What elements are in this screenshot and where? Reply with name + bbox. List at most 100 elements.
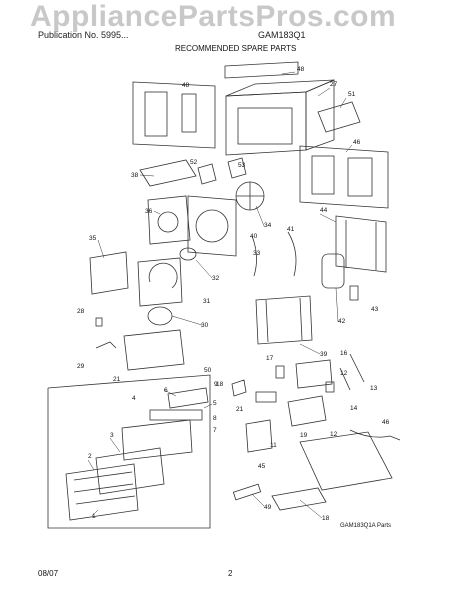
part-shape-30 [147,306,173,326]
part-shape-14 [339,367,351,391]
part-shape-50 [167,387,209,409]
leader-line [139,174,155,177]
part-shape-46-cord [349,429,401,441]
callout-label: 8 [213,415,217,422]
part-shape-21 [255,391,277,403]
callout-label: 46 [382,419,390,426]
callout-label: 12 [330,431,338,438]
diagram-subtitle: RECOMMENDED SPARE PARTS [175,44,297,53]
part-detail [225,79,335,97]
leader-line [299,343,321,355]
callout-label: 42 [338,318,346,325]
callout-label: 34 [264,222,272,229]
callout-label: 35 [89,235,97,242]
footer-date: 08/07 [38,569,59,578]
part-detail [305,79,335,151]
part-detail [195,209,229,243]
part-shape-49 [232,483,262,501]
callout-label: 18 [322,515,330,522]
part-shape-29 [123,329,185,371]
callout-label: 29 [77,363,85,370]
callout-label: 45 [258,463,266,470]
callout-label: 14 [350,405,358,412]
callout-label: 12 [340,370,348,377]
callout-label: 38 [131,172,139,179]
callout-label: 44 [320,207,328,214]
part-shape-1 [65,463,139,521]
part-shape-45 [245,419,273,453]
part-shape-40 [321,253,345,289]
callout-label: 53 [238,162,246,169]
leader-line [87,459,95,471]
part-shape-15 [349,353,365,383]
callout-label: 32 [212,275,220,282]
part-detail [299,297,303,341]
part-shape-44 [335,215,387,273]
callout-label: 51 [348,91,356,98]
part-shape-38 [139,159,197,187]
callout-label: 39 [320,351,328,358]
part-detail [265,299,269,343]
callout-label: 43 [371,306,379,313]
part-shape-41 [251,235,257,277]
part-detail [311,155,335,195]
part-shape-43 [349,285,359,301]
part-shape-32 [179,247,197,261]
leader-line [171,315,203,326]
part-shape-37 [147,195,191,245]
leader-line [97,239,105,259]
callout-label: 1 [92,513,96,520]
footer-page-number: 2 [228,569,233,578]
part-shape-53 [227,157,247,179]
callout-label: 48 [297,66,305,73]
callout-label: 30 [201,322,209,329]
callout-label: 6 [164,387,168,394]
callout-label: 28 [77,308,85,315]
leader-line [335,287,339,323]
part-shape-36 [89,251,129,295]
callout-label: 18 [216,381,224,388]
part-shape-51 [317,101,361,133]
leader-line [195,259,213,279]
part-shape-2 [95,447,165,495]
callout-label: 40 [250,233,258,240]
part-shape-20 [299,431,393,491]
publication-label: Publication No. 5995... [38,30,129,40]
part-shape-48 [224,61,299,79]
model-label: GAM183Q1 [258,30,306,40]
leader-line [203,403,213,409]
part-shape-52 [197,163,217,185]
leader-line [109,437,121,453]
callout-label: 5 [213,400,217,407]
callout-label: 17 [266,355,274,362]
leader-line [319,213,337,223]
watermark: AppliancePartsPros.com [30,0,397,33]
leader-line [251,493,265,507]
callout-label: 13 [370,385,378,392]
part-shape-46 [299,145,389,209]
part-detail [144,91,168,137]
leader-line [153,210,161,215]
part-shape-16 [295,359,333,389]
callout-label: 21 [236,406,244,413]
callout-label: 4 [132,395,136,402]
part-shape-3 [121,419,193,461]
part-detail [149,409,203,421]
part-shape-13 [325,381,335,393]
part-shape-28 [95,317,103,327]
callout-label: 48 [182,82,190,89]
callout-label: 21 [113,376,121,383]
part-shape-49-panel [132,81,216,149]
part-shape-17 [275,365,285,379]
callout-label: 46 [353,139,361,146]
leader-line [299,499,323,519]
part-detail [237,107,293,145]
callout-label: 11 [270,442,277,449]
leader-line [91,509,99,517]
callout-label: 33 [253,250,261,257]
group-bracket [47,374,211,529]
part-shape-33 [95,341,117,349]
leader-line [281,71,296,75]
part-detail [157,211,179,233]
part-shape-34 [187,195,237,257]
